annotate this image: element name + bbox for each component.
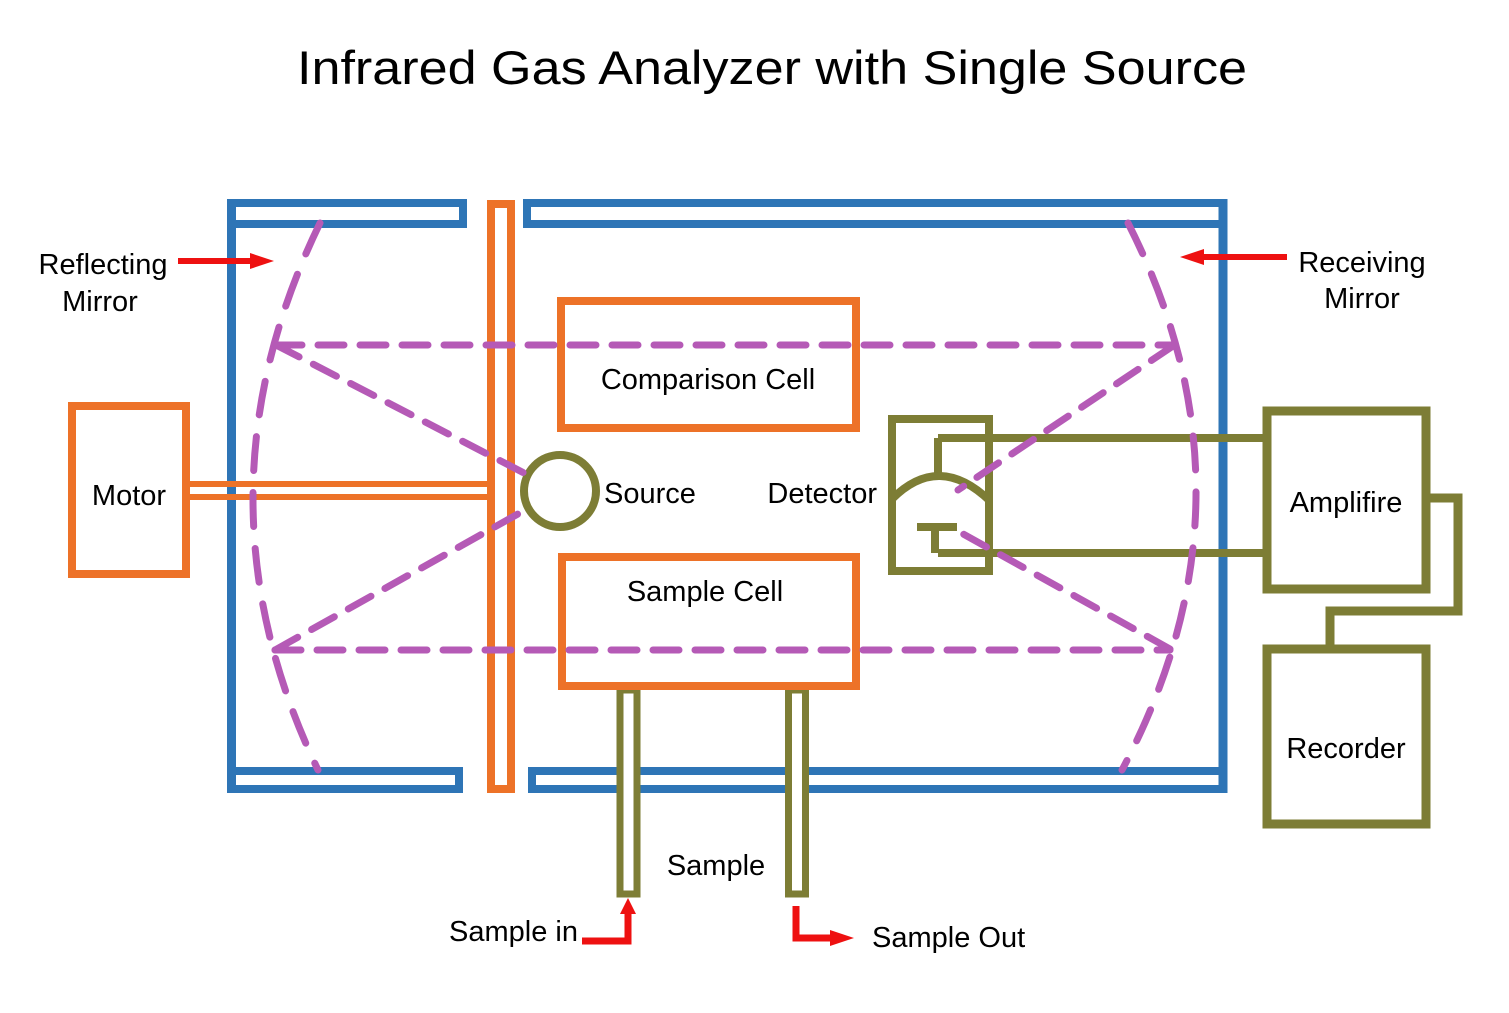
reflecting-arrow-head bbox=[250, 253, 274, 269]
motor-label: Motor bbox=[92, 480, 166, 512]
sample-out-arrow bbox=[792, 906, 854, 946]
ray-source-to-lower-left bbox=[271, 506, 529, 654]
receiving-mirror-label-line2: Mirror bbox=[1324, 283, 1400, 315]
receiving-mirror-arrow bbox=[1180, 249, 1287, 265]
sample-in-arrow bbox=[582, 898, 636, 945]
amplifier-box bbox=[1262, 406, 1431, 594]
amplifier-recorder-wire bbox=[1325, 493, 1463, 651]
sample-out-label: Sample Out bbox=[872, 922, 1025, 954]
sample-in-label: Sample in bbox=[449, 916, 578, 948]
diagram-title: Infrared Gas Analyzer with Single Source bbox=[297, 41, 1247, 94]
ray-source-to-upper-left bbox=[272, 341, 530, 478]
sample-out-pipe bbox=[785, 686, 809, 898]
recorder-label: Recorder bbox=[1286, 733, 1406, 765]
reflecting-mirror-arc bbox=[249, 219, 324, 774]
recorder-box bbox=[1262, 644, 1431, 829]
chopper-bar bbox=[487, 200, 515, 793]
source-label: Source bbox=[604, 478, 696, 510]
motor-box bbox=[68, 402, 190, 578]
sample-in-pipe bbox=[616, 686, 641, 898]
sample-cell-box bbox=[558, 553, 860, 690]
reflecting-mirror-label-line2: Mirror bbox=[62, 286, 138, 318]
enclosure-top-right-wall bbox=[523, 199, 1227, 228]
ray-lower-right-to-detector bbox=[952, 526, 1174, 653]
enclosure-top-left-wall bbox=[227, 199, 467, 228]
comparison-cell-box bbox=[557, 297, 860, 432]
sample-out-arrow-head bbox=[830, 930, 854, 946]
amplifier-label: Amplifire bbox=[1290, 487, 1403, 519]
sample-in-arrow-head bbox=[620, 898, 636, 914]
comparison-cell-label: Comparison Cell bbox=[601, 364, 815, 396]
sample-label: Sample bbox=[667, 850, 765, 882]
sample-out-arrow-line bbox=[792, 906, 834, 942]
reflecting-mirror-label-line1: Reflecting bbox=[39, 249, 168, 281]
sample-cell-label: Sample Cell bbox=[627, 576, 783, 608]
source-circle bbox=[520, 451, 600, 531]
receiving-mirror-label-line1: Receiving bbox=[1298, 247, 1425, 279]
reflecting-mirror-arrow bbox=[178, 253, 274, 269]
receiving-mirror-arc bbox=[1118, 219, 1200, 774]
enclosure-bottom-left-wall bbox=[227, 767, 463, 793]
sample-in-arrow-line bbox=[582, 912, 632, 945]
receiving-arrow-head bbox=[1180, 249, 1204, 265]
detector-label: Detector bbox=[767, 478, 877, 510]
ray-upper-right-to-detector bbox=[954, 342, 1177, 494]
detector-dome bbox=[889, 472, 993, 504]
